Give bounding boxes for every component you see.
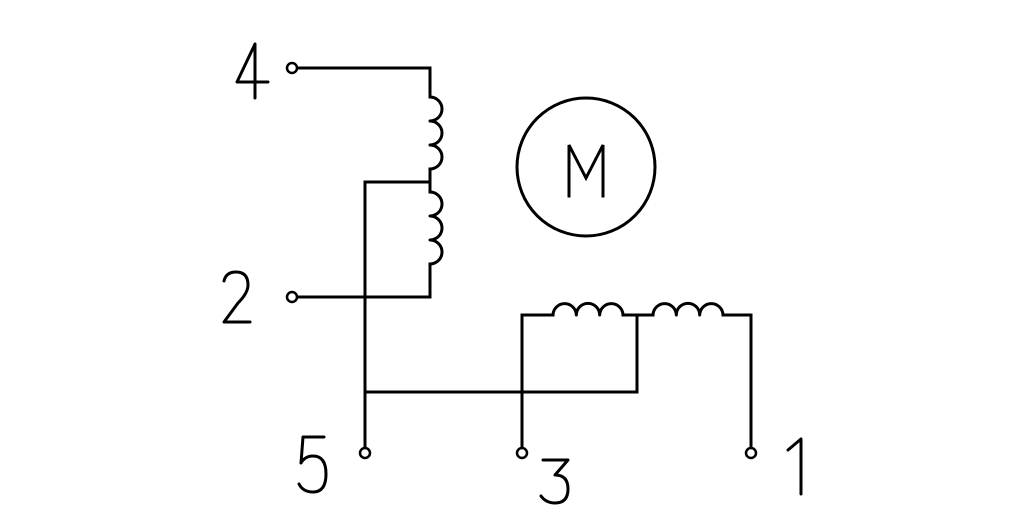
windings: [428, 95, 725, 317]
wire-terminal-1: [721, 313, 753, 449]
wire-terminal-2: [295, 262, 432, 299]
motor-circle: [515, 96, 657, 238]
terminal-label-4: 4: [235, 42, 270, 100]
terminal-label-2: 2: [222, 270, 252, 324]
winding-horizontal-right: [651, 301, 725, 317]
terminal-5-point: [358, 446, 372, 460]
winding-vertical-lower: [428, 190, 444, 266]
wires: [295, 66, 753, 449]
motor-symbol: M: [515, 96, 657, 238]
terminal-label-1: 1: [786, 437, 803, 496]
wire-terminal-4: [295, 66, 432, 99]
terminal-1-point: [744, 446, 758, 460]
terminal-2-point: [285, 290, 299, 304]
terminal-3-point: [515, 446, 529, 460]
terminal-label-5: 5: [297, 435, 328, 494]
winding-horizontal-left: [551, 301, 625, 317]
wire-terminal-3: [520, 313, 555, 449]
wire-common-bus: [363, 313, 639, 394]
terminal-label-3: 3: [539, 458, 570, 505]
winding-vertical-upper: [428, 95, 444, 171]
terminal-4-point: [285, 61, 299, 75]
terminal-points: [285, 61, 758, 460]
terminal-labels: 4 2 5 3 1: [222, 42, 803, 505]
wire-common-5: [363, 180, 432, 449]
motor-label: M: [567, 144, 605, 198]
